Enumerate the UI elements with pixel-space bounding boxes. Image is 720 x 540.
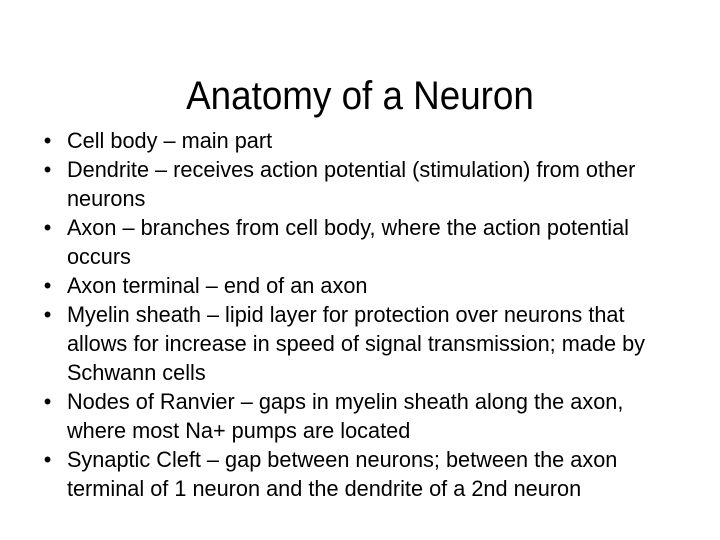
bullet-text: Myelin sheath – lipid layer for protecti… (66, 302, 646, 385)
bullet-point-icon: • (43, 302, 52, 327)
bullet-text: Nodes of Ranvier – gaps in myelin sheath… (66, 389, 624, 443)
bullet-point-icon: • (43, 273, 52, 298)
bullet-point-icon: • (43, 157, 52, 182)
bullet-point-icon: • (43, 215, 52, 240)
bullet-text: Dendrite – receives action potential (st… (66, 157, 636, 211)
bullet-text: Axon terminal – end of an axon (66, 273, 368, 298)
bullet-item-dendrite: • Dendrite – receives action potential (… (38, 155, 679, 213)
bullet-item-synaptic-cleft: • Synaptic Cleft – gap between neurons; … (38, 445, 679, 503)
bullet-text: Synaptic Cleft – gap between neurons; be… (66, 447, 618, 501)
bullet-item-axon-terminal: • Axon terminal – end of an axon (38, 271, 679, 300)
bullet-list: • Cell body – main part • Dendrite – rec… (38, 126, 702, 503)
slide-title: Anatomy of a Neuron (186, 73, 534, 118)
bullet-text: Axon – branches from cell body, where th… (66, 215, 629, 269)
bullet-point-icon: • (43, 389, 52, 414)
bullet-item-cell-body: • Cell body – main part (38, 126, 679, 155)
bullet-item-myelin-sheath: • Myelin sheath – lipid layer for protec… (38, 300, 679, 387)
bullet-point-icon: • (43, 447, 52, 472)
bullet-item-nodes-of-ranvier: • Nodes of Ranvier – gaps in myelin shea… (38, 387, 679, 445)
bullet-text: Cell body – main part (66, 128, 273, 153)
bullet-item-axon: • Axon – branches from cell body, where … (38, 213, 679, 271)
bullet-point-icon: • (43, 128, 52, 153)
